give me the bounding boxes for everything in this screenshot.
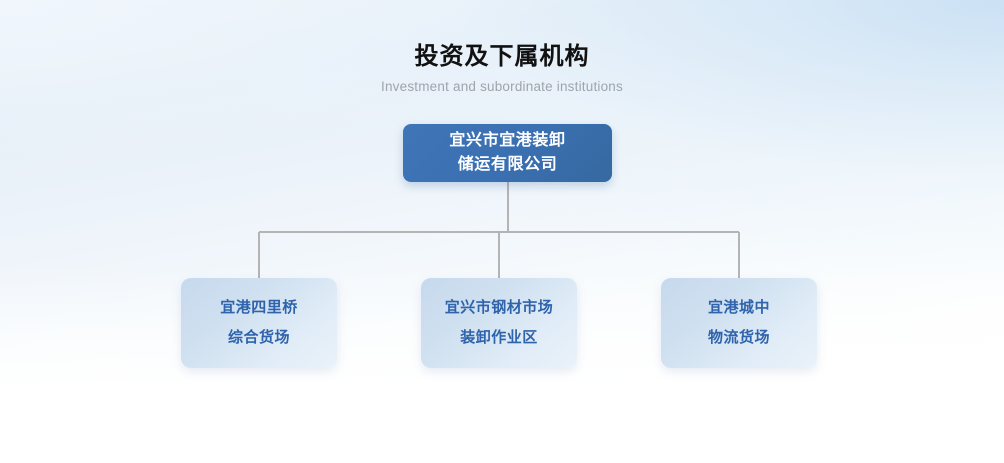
org-node-child-0-line-2: 综合货场 — [227, 329, 290, 346]
org-node-child-1-line-1: 宜兴市钢材市场 — [444, 299, 554, 316]
page-subtitle: Investment and subordinate institutions — [381, 79, 623, 94]
org-node-child-1-line-2: 装卸作业区 — [460, 329, 538, 346]
org-node-child-0-line-1: 宜港四里桥 — [220, 299, 298, 316]
org-node-root-line-1: 宜兴市宜港装卸 — [449, 132, 566, 149]
org-node-child-0[interactable]: 宜港四里桥 综合货场 — [181, 278, 337, 368]
org-node-child-2[interactable]: 宜港城中 物流货场 — [661, 278, 817, 368]
page-title: 投资及下属机构 — [414, 43, 590, 70]
page-heading: 投资及下属机构 Investment and subordinate insti… — [0, 42, 1004, 97]
org-node-child-1[interactable]: 宜兴市钢材市场 装卸作业区 — [421, 278, 577, 368]
org-node-child-2-line-2: 物流货场 — [707, 329, 770, 346]
org-node-root[interactable]: 宜兴市宜港装卸 储运有限公司 — [403, 124, 612, 182]
org-node-child-2-line-1: 宜港城中 — [707, 299, 770, 316]
org-node-root-line-2: 储运有限公司 — [457, 156, 558, 173]
